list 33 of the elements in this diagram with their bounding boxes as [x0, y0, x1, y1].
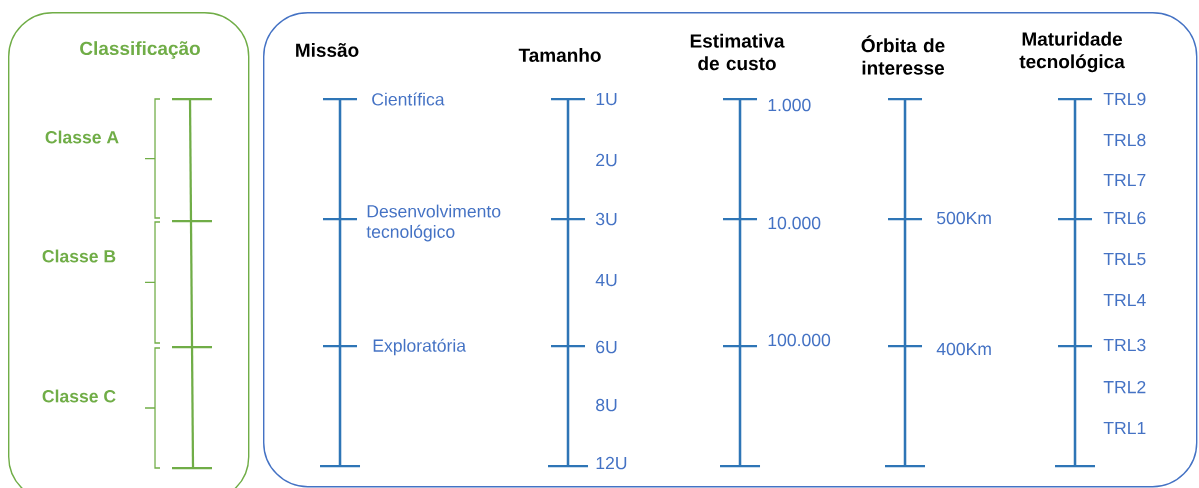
scale-label: TRL7 — [1103, 173, 1146, 187]
scale-label: 10.000 — [768, 216, 821, 230]
scale-label: TRL8 — [1103, 133, 1146, 147]
scale-label: 500Km — [937, 211, 991, 225]
scale-label: TRL9 — [1103, 92, 1146, 106]
column-heading: Classificação — [80, 41, 200, 59]
scale-label: TRL3 — [1103, 338, 1146, 352]
scale-label: Desenvolvimento tecnológico — [366, 204, 501, 242]
class-label: Classe B — [42, 249, 116, 263]
scale-label: 1U — [596, 92, 617, 106]
column-heading: Missão — [296, 43, 359, 57]
scale-label: TRL2 — [1103, 380, 1146, 394]
scale-label: TRL4 — [1103, 293, 1146, 307]
scale-label: Exploratória — [373, 338, 467, 356]
column-heading: Órbita de interesse — [861, 35, 945, 75]
scale-label: 1.000 — [768, 98, 811, 112]
scale-label: 12U — [596, 456, 627, 470]
scale-label: 4U — [595, 273, 617, 287]
scale-label: 400Km — [936, 342, 991, 356]
scale-label: 6U — [596, 340, 617, 354]
column-heading: Estimativa de custo — [690, 33, 785, 71]
scale-label: TRL5 — [1103, 252, 1146, 266]
scale-label: Científica — [372, 92, 445, 106]
column-heading: Tamanho — [518, 48, 601, 62]
class-label: Classe C — [42, 389, 116, 403]
column-heading: Maturidade tecnológica — [1019, 31, 1125, 73]
scale-label: 100.000 — [768, 333, 831, 347]
scale-label: TRL1 — [1103, 421, 1146, 435]
scale-label: 8U — [596, 398, 617, 412]
scale-label: 2U — [596, 153, 617, 167]
scale-label: TRL6 — [1103, 211, 1146, 225]
scale-label: 3U — [595, 212, 617, 226]
class-label: Classe A — [45, 130, 119, 144]
